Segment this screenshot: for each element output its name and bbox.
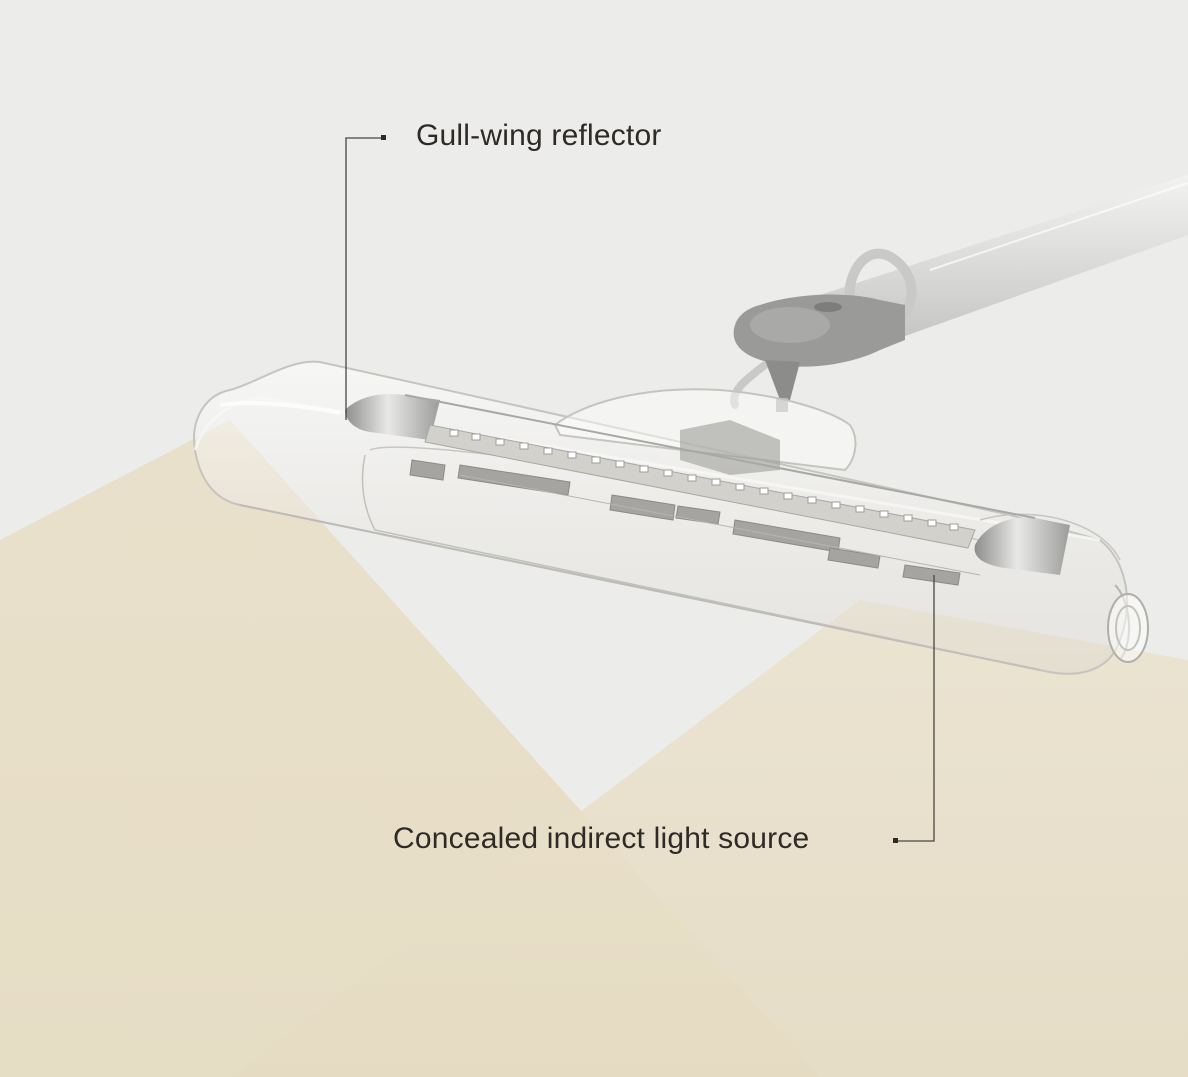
lens-dome xyxy=(553,388,857,475)
light-source-leader-marker xyxy=(893,838,898,843)
light-cones xyxy=(0,420,1188,1077)
reflector-leader-line xyxy=(345,137,384,420)
gull-wing-reflector xyxy=(345,393,1070,575)
gull-wing-reflector-label: Gull-wing reflector xyxy=(416,119,662,152)
rotation-knob xyxy=(733,294,905,412)
concealed-light-source-label: Concealed indirect light source xyxy=(393,822,810,855)
light-source-leader-line xyxy=(896,575,935,842)
reflector-leader-marker xyxy=(381,135,386,140)
led-chips xyxy=(449,429,959,531)
lamp-arm xyxy=(730,175,1188,409)
internal-components xyxy=(409,459,981,586)
led-strip xyxy=(424,424,976,549)
right-light-cone xyxy=(230,600,1188,1077)
end-cap-ring xyxy=(1107,593,1149,663)
callout-leader-lines xyxy=(345,137,935,842)
